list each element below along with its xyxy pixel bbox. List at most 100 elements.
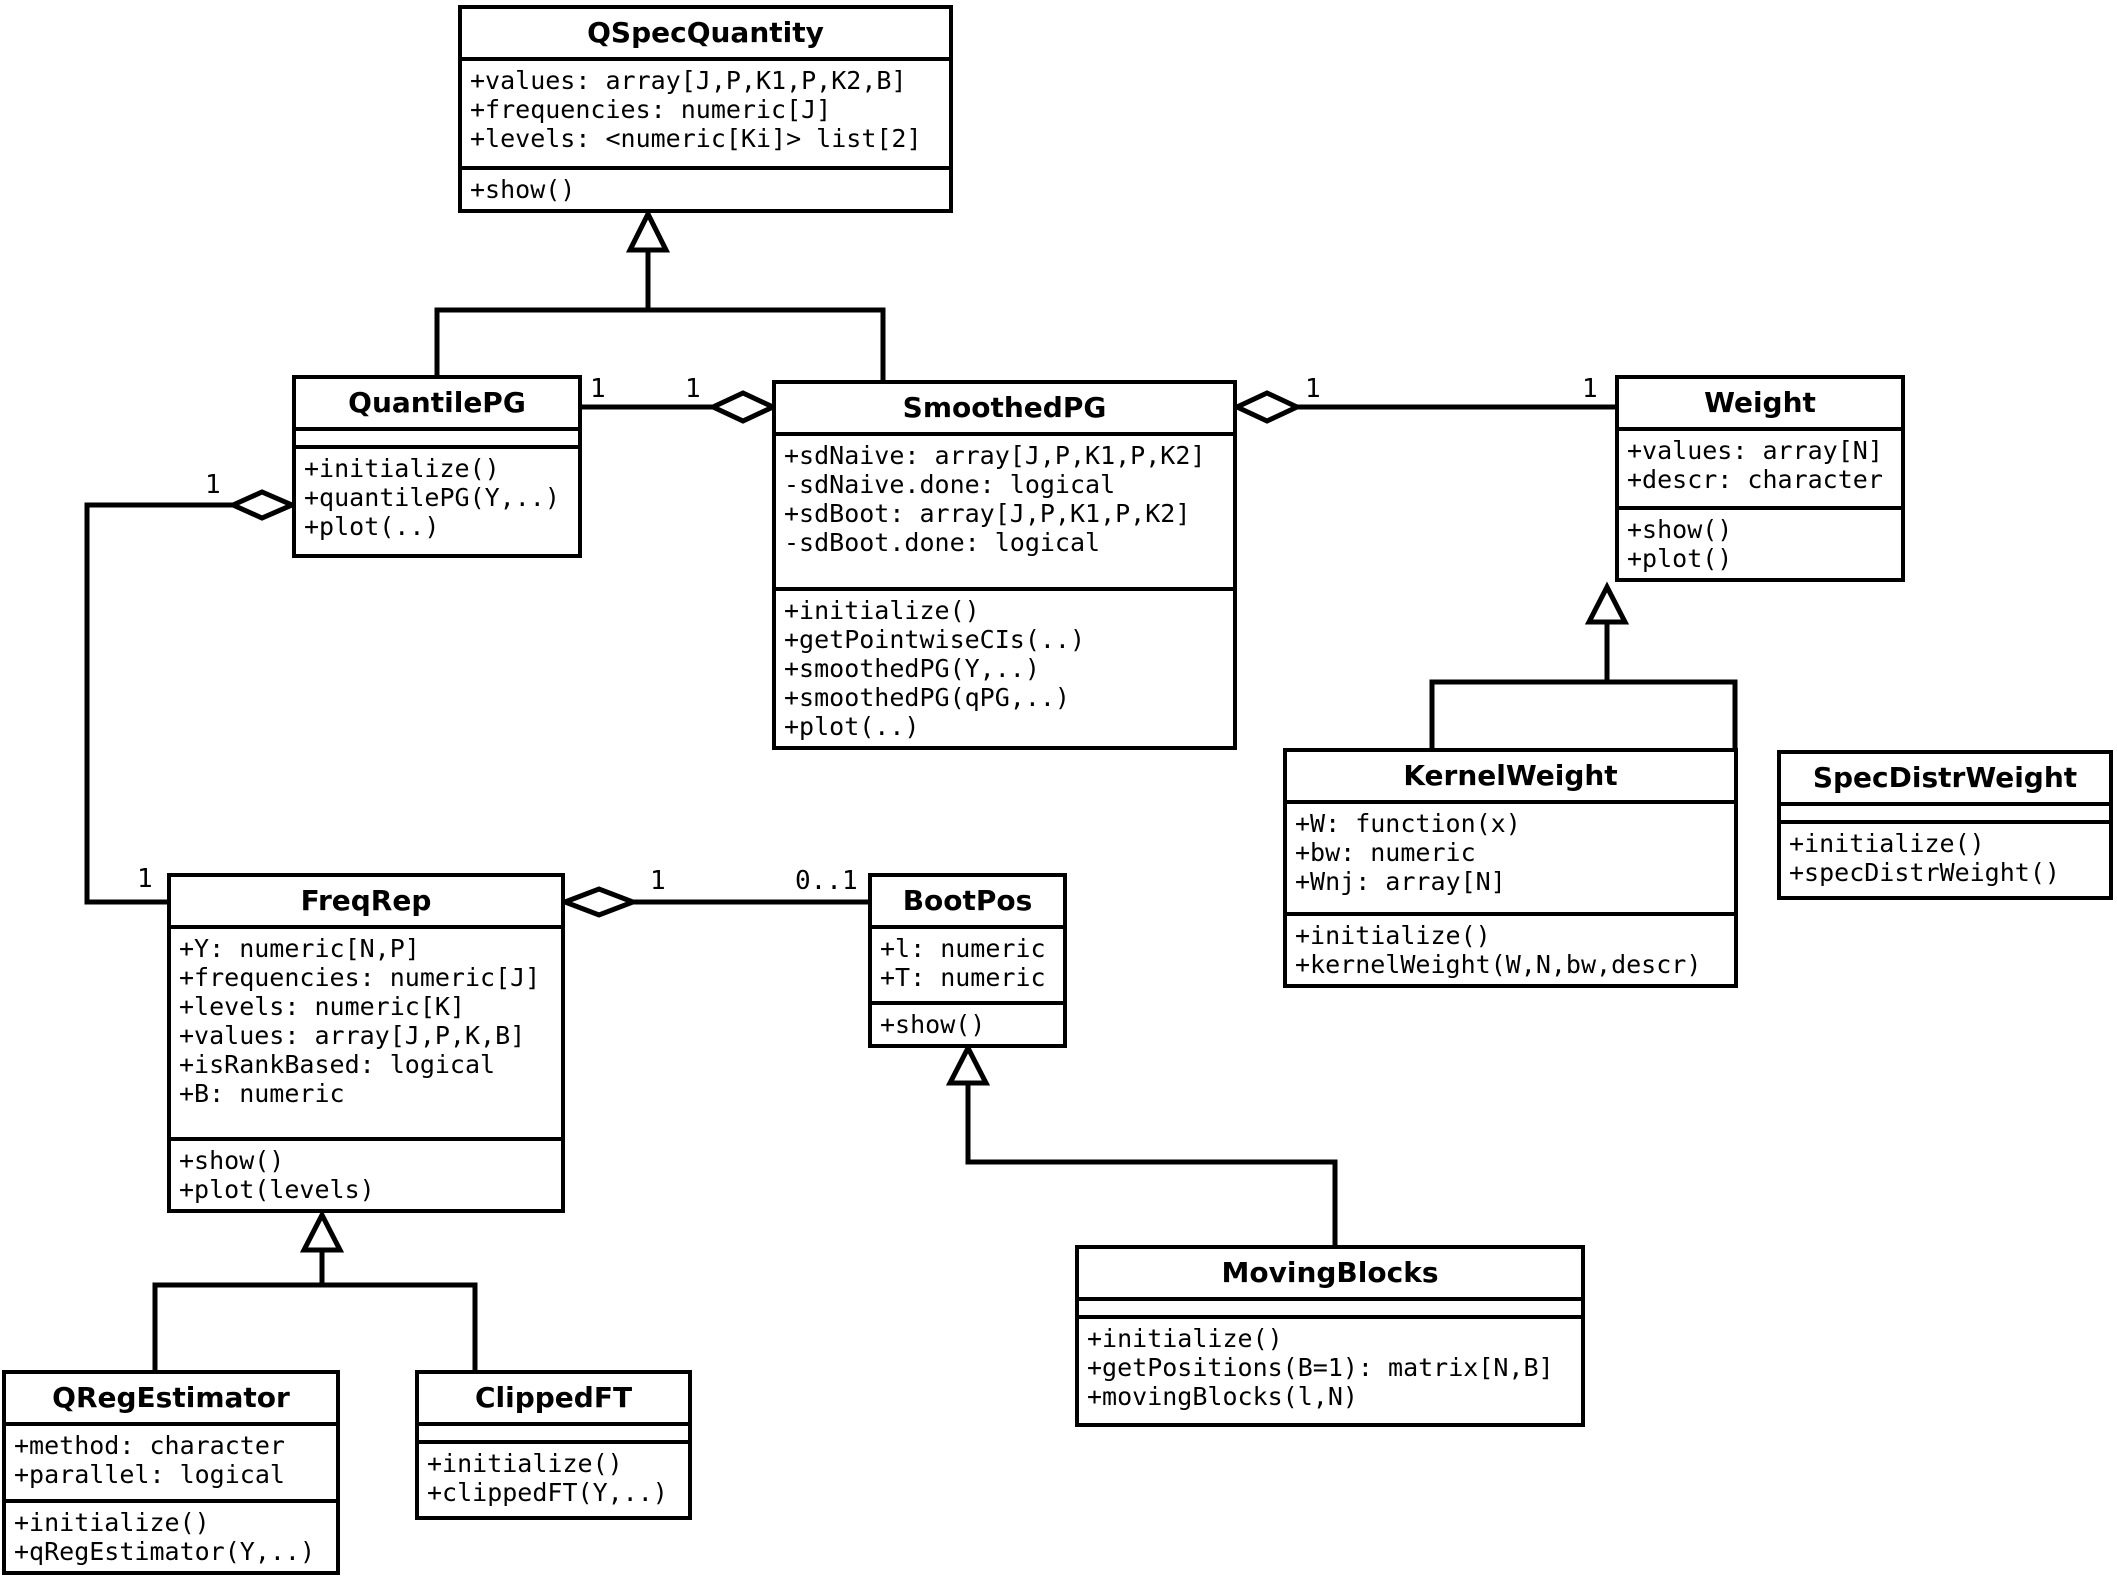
generalization-line-qspecquantity — [434, 250, 651, 377]
class-title: QuantilePG — [348, 386, 526, 419]
class-attributes: +sdNaive: array[J,P,K1,P,K2] -sdNaive.do… — [776, 432, 1233, 587]
attribute: +W: function(x) — [1295, 809, 1521, 838]
method: +kernelWeight(W,N,bw,descr) — [1295, 950, 1702, 979]
class-methods: +show() — [872, 1001, 1063, 1044]
method: +clippedFT(Y,..) — [427, 1478, 668, 1507]
attribute: +levels: numeric[K] — [179, 992, 465, 1021]
class-methods: +initialize() +getPositions(B=1): matrix… — [1079, 1315, 1581, 1416]
attribute: +Wnj: array[N] — [1295, 867, 1506, 896]
multiplicity-label: 1 — [205, 470, 221, 500]
attribute: +bw: numeric — [1295, 838, 1476, 867]
class-title: SpecDistrWeight — [1812, 761, 2078, 794]
class-title: QRegEstimator — [52, 1381, 290, 1414]
method: +initialize() — [304, 454, 500, 483]
class-attributes: +W: function(x) +bw: numeric +Wnj: array… — [1287, 800, 1734, 912]
inheritance-triangle-icon — [1584, 581, 1630, 625]
method: +specDistrWeight() — [1789, 858, 2060, 887]
attribute: +descr: character — [1627, 465, 1883, 494]
class-kernelweight: KernelWeight +W: function(x) +bw: numeri… — [1283, 748, 1738, 988]
class-methods: +initialize() +getPointwiseCIs(..) +smoo… — [776, 587, 1233, 746]
multiplicity-label: 1 — [685, 374, 701, 404]
inheritance-triangle-icon — [625, 208, 671, 253]
multiplicity-label: 1 — [590, 374, 606, 404]
multiplicity-label: 0..1 — [795, 866, 858, 896]
attribute: +values: array[J,P,K,B] — [179, 1021, 526, 1050]
method: +plot(..) — [304, 512, 440, 541]
class-attributes — [419, 1422, 688, 1440]
method: +getPointwiseCIs(..) — [784, 625, 1086, 654]
class-clippedft: ClippedFT +initialize() +clippedFT(Y,..) — [415, 1370, 692, 1520]
generalization-line-qspecquantity-right — [648, 307, 886, 382]
class-quantilepg: QuantilePG +initialize() +quantilePG(Y,.… — [292, 375, 582, 558]
attribute: +frequencies: numeric[J] — [179, 963, 541, 992]
class-attributes: +l: numeric +T: numeric — [872, 925, 1063, 1001]
class-attributes: +method: character +parallel: logical — [6, 1422, 336, 1499]
class-methods: +initialize() +kernelWeight(W,N,bw,descr… — [1287, 912, 1734, 984]
generalization-line-weight — [1429, 622, 1610, 750]
attribute: +T: numeric — [880, 963, 1046, 992]
attribute: +values: array[N] — [1627, 436, 1883, 465]
class-freqrep: FreqRep +Y: numeric[N,P] +frequencies: n… — [167, 873, 565, 1213]
method: +show() — [880, 1010, 986, 1039]
class-title: MovingBlocks — [1221, 1256, 1439, 1289]
aggregation-line-quantilepg-freqrep — [84, 502, 236, 905]
aggregation-diamond-icon — [1231, 390, 1303, 424]
method: +initialize() — [14, 1508, 210, 1537]
attribute: +levels: <numeric[Ki]> list[2] — [470, 124, 922, 153]
method: +plot(..) — [784, 712, 920, 741]
attribute: +sdNaive: array[J,P,K1,P,K2] — [784, 441, 1206, 470]
method: +movingBlocks(l,N) — [1087, 1382, 1358, 1411]
method: +initialize() — [1789, 829, 1985, 858]
method: +plot() — [1627, 544, 1733, 573]
generalization-line-bootpos — [965, 1083, 1338, 1247]
class-title: SmoothedPG — [902, 391, 1107, 424]
aggregation-diamond-icon — [557, 886, 641, 918]
method: +show() — [470, 175, 576, 204]
method: +getPositions(B=1): matrix[N,B] — [1087, 1353, 1554, 1382]
attribute: +isRankBased: logical — [179, 1050, 496, 1079]
attribute: -sdNaive.done: logical — [784, 470, 1116, 499]
method: +initialize() — [1295, 921, 1491, 950]
attribute: +values: array[J,P,K1,P,K2,B] — [470, 66, 907, 95]
method: +initialize() — [427, 1449, 623, 1478]
inheritance-triangle-icon — [299, 1209, 345, 1253]
class-title: FreqRep — [300, 884, 432, 917]
generalization-line-freqrep-right — [322, 1282, 478, 1372]
class-attributes: +values: array[J,P,K1,P,K2,B] +frequenci… — [462, 57, 949, 166]
class-title: ClippedFT — [474, 1381, 633, 1414]
multiplicity-label: 1 — [1582, 374, 1598, 404]
class-qspecquantity: QSpecQuantity +values: array[J,P,K1,P,K2… — [458, 5, 953, 213]
method: +smoothedPG(Y,..) — [784, 654, 1040, 683]
attribute: +Y: numeric[N,P] — [179, 934, 420, 963]
aggregation-diamond-icon — [707, 390, 779, 424]
multiplicity-label: 1 — [650, 866, 666, 896]
class-attributes: +values: array[N] +descr: character — [1619, 427, 1901, 506]
class-attributes — [1781, 802, 2109, 820]
class-title: KernelWeight — [1403, 759, 1618, 792]
class-title: Weight — [1704, 386, 1816, 419]
method: +qRegEstimator(Y,..) — [14, 1537, 316, 1566]
attribute: +parallel: logical — [14, 1460, 285, 1489]
class-title: BootPos — [902, 884, 1033, 917]
method: +smoothedPG(qPG,..) — [784, 683, 1070, 712]
inheritance-triangle-icon — [945, 1042, 991, 1086]
class-methods: +initialize() +specDistrWeight() — [1781, 820, 2109, 892]
class-title: QSpecQuantity — [587, 16, 824, 49]
class-methods: +initialize() +quantilePG(Y,..) +plot(..… — [296, 445, 578, 546]
method: +show() — [1627, 515, 1733, 544]
class-methods: +show() — [462, 166, 949, 209]
class-bootpos: BootPos +l: numeric +T: numeric +show() — [868, 873, 1067, 1048]
class-specdistrweight: SpecDistrWeight +initialize() +specDistr… — [1777, 750, 2113, 900]
multiplicity-label: 1 — [1305, 374, 1321, 404]
method: +plot(levels) — [179, 1175, 375, 1204]
class-methods: +show() +plot(levels) — [171, 1137, 561, 1209]
generalization-line-weight-right — [1607, 679, 1738, 752]
method: +quantilePG(Y,..) — [304, 483, 560, 512]
class-attributes — [1079, 1297, 1581, 1315]
attribute: +sdBoot: array[J,P,K1,P,K2] — [784, 499, 1191, 528]
aggregation-diamond-icon — [226, 489, 299, 521]
class-qregestimator: QRegEstimator +method: character +parall… — [2, 1370, 340, 1575]
generalization-line-freqrep — [152, 1250, 325, 1372]
attribute: +B: numeric — [179, 1079, 345, 1108]
method: +initialize() — [1087, 1324, 1283, 1353]
